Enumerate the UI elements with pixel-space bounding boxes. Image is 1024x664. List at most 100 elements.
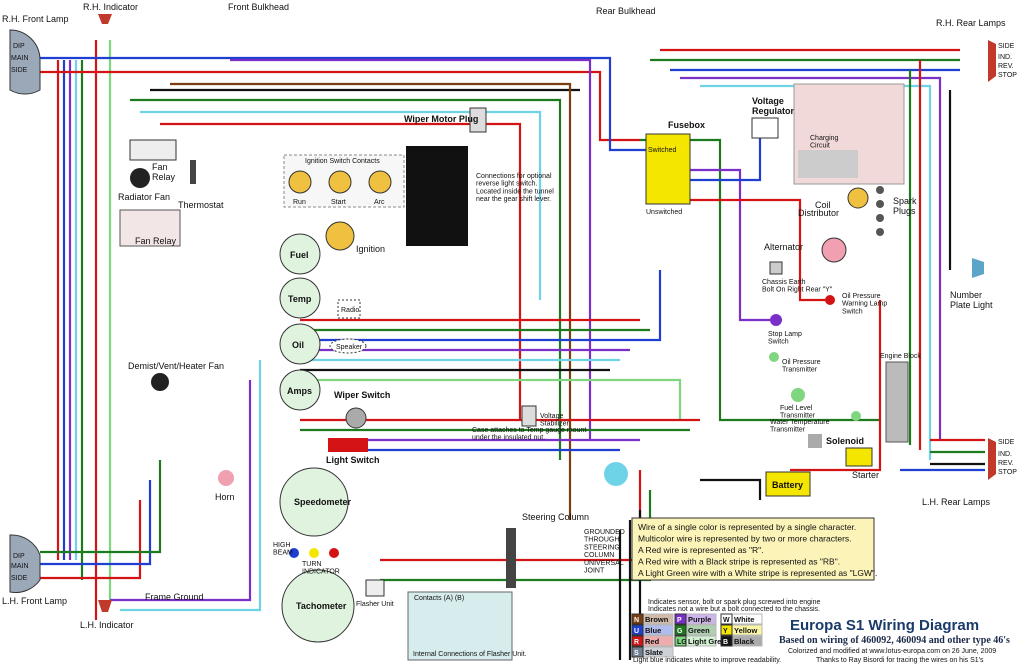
svg-text:R.H. Rear Lamps: R.H. Rear Lamps <box>936 18 1006 28</box>
svg-text:Fan Relay: Fan Relay <box>135 236 177 246</box>
legend-code: R <box>634 639 639 646</box>
legend-code: P <box>677 617 682 624</box>
oil-gauge: Oil <box>279 323 321 365</box>
legend-name: Light Green <box>688 637 731 646</box>
battery: Battery <box>765 471 811 497</box>
svg-text:DIP: DIP <box>13 553 25 560</box>
svg-text:Steering Column: Steering Column <box>522 512 589 522</box>
legend-swatch <box>720 635 733 647</box>
horn: Horn <box>215 470 235 502</box>
legend-name: Slate <box>645 648 663 657</box>
legend-code: B <box>723 639 728 646</box>
legend-swatch <box>631 635 644 647</box>
svg-text:Solenoid: Solenoid <box>826 436 864 446</box>
light-switch: Light Switch <box>326 438 380 465</box>
svg-text:Radio: Radio <box>341 307 359 314</box>
svg-text:Distributor: Distributor <box>798 208 839 218</box>
page-title: Europa S1 Wiring Diagram <box>790 617 979 634</box>
svg-text:Amps: Amps <box>287 386 312 396</box>
svg-text:MAIN: MAIN <box>11 563 29 570</box>
note-line: A Red wire is represented as "R". <box>638 545 764 555</box>
note-line: Wire of a single color is represented by… <box>638 522 856 532</box>
legend-swatch <box>720 613 733 625</box>
lh-indicator: L.H. Indicator <box>80 600 134 630</box>
svg-text:MAIN: MAIN <box>11 55 29 62</box>
rear-bulkhead-label: Rear Bulkhead <box>596 6 656 16</box>
credit-line-1: Colorized and modified at www.lotus-euro… <box>788 648 996 655</box>
svg-text:Battery: Battery <box>772 480 803 490</box>
svg-text:Tachometer: Tachometer <box>296 601 347 611</box>
legend-name-box <box>685 613 717 625</box>
legend-swatch <box>631 624 644 636</box>
svg-text:Starter: Starter <box>852 470 879 480</box>
legend-swatch <box>674 624 687 636</box>
svg-text:Switched: Switched <box>648 147 677 154</box>
legend-code: W <box>723 617 730 624</box>
flasher-unit: Flasher Unit <box>356 579 394 608</box>
svg-text:Alternator: Alternator <box>764 242 803 252</box>
legend-name: Brown <box>645 615 669 624</box>
page-subtitle: Based on wiring of 460092, 460094 and ot… <box>779 635 1010 646</box>
legend-code: U <box>634 628 639 635</box>
svg-text:Fuel: Fuel <box>290 250 309 260</box>
legend-swatch <box>631 613 644 625</box>
legend-name-box <box>642 646 674 658</box>
temp-gauge: Temp <box>279 277 321 319</box>
svg-text:Contacts (A) (B): Contacts (A) (B) <box>414 595 464 602</box>
svg-text:Start: Start <box>331 199 346 206</box>
note-line: Multicolor wire is represented by two or… <box>638 534 852 544</box>
fuel-gauge: Fuel <box>279 233 321 275</box>
svg-text:STOP: STOP <box>998 72 1017 79</box>
rh-front-lamp-label: R.H. Front Lamp <box>2 14 69 24</box>
legend-swatch <box>674 635 687 647</box>
rh-rear-lamps: R.H. Rear Lamps SIDE IND. REV. STOP <box>936 18 1017 82</box>
legend-name-box <box>642 624 674 636</box>
lh-indicator-label: L.H. Indicator <box>80 620 134 630</box>
svg-text:Engine Block: Engine Block <box>880 353 921 360</box>
legend-swatch <box>720 624 733 636</box>
legend-code: G <box>677 628 683 635</box>
svg-text:Temp: Temp <box>288 294 312 304</box>
radio: Radio <box>337 299 361 319</box>
legend-name-box <box>642 635 674 647</box>
credit-line-2: Thanks to Ray Bisordi for tracing the wi… <box>816 657 984 664</box>
ignition-switch-contacts: Ignition Switch Contacts Run Start Arc <box>283 154 405 208</box>
svg-text:Oil: Oil <box>292 340 304 350</box>
legend-name-box <box>731 613 763 625</box>
amps-gauge: Amps <box>279 369 321 411</box>
sensor-notes: Indicates sensor, bolt or spark plug scr… <box>648 599 820 613</box>
legend-name: Green <box>688 626 710 635</box>
legend-name-box <box>731 635 763 647</box>
wiper-motor-plug: Wiper Motor Plug <box>404 107 487 133</box>
rh-indicator: R.H. Indicator <box>83 2 138 24</box>
svg-text:Indicates not a wire but a bol: Indicates not a wire but a bolt connecte… <box>648 606 820 613</box>
legend-code: Y <box>723 628 728 635</box>
speaker: Speaker <box>329 338 367 354</box>
rh-indicator-label: R.H. Indicator <box>83 2 138 12</box>
distributor: Distributor Coil <box>798 187 869 218</box>
ignition-switch: Ignition <box>325 221 385 254</box>
svg-text:Internal Connections of Flashe: Internal Connections of Flasher Unit. <box>413 651 527 658</box>
legend-code: LG <box>677 639 687 646</box>
svg-text:Thermostat: Thermostat <box>178 200 224 210</box>
legend-footnote: Light blue indicates white to improve re… <box>633 657 781 664</box>
svg-text:Radiator Fan: Radiator Fan <box>118 192 170 202</box>
